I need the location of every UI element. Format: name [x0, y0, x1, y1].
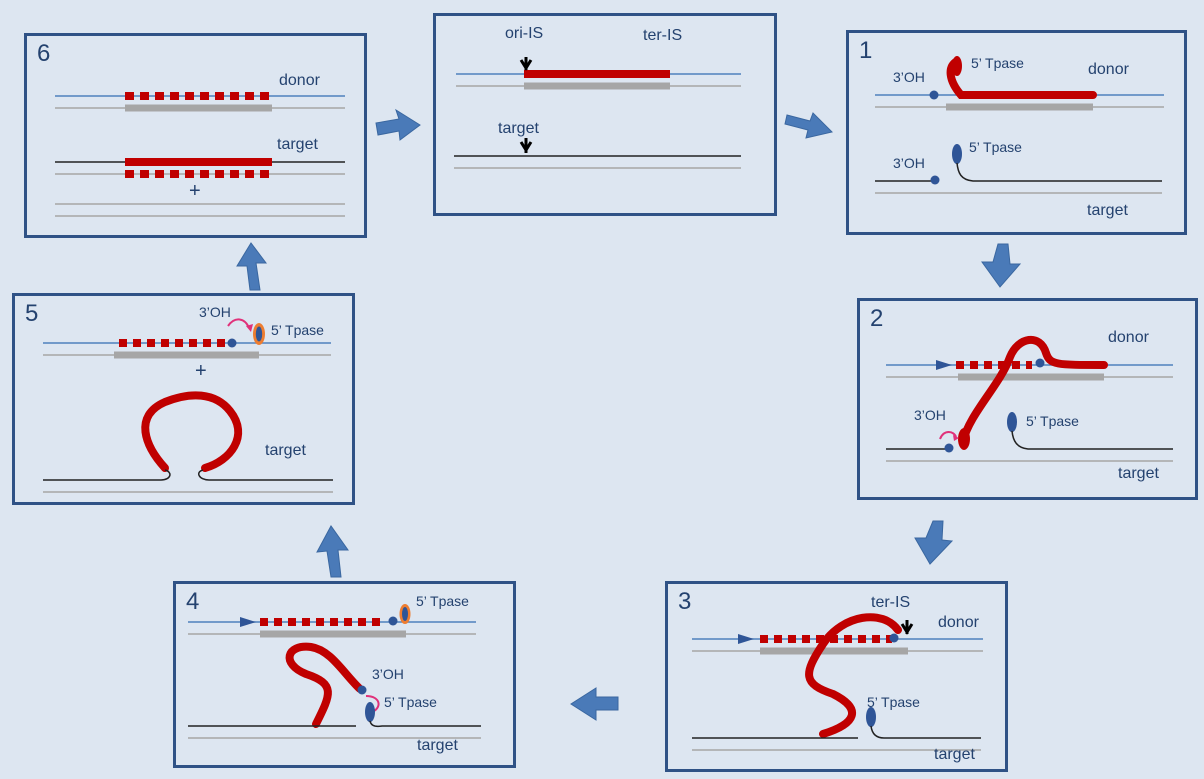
step-number: 6 — [37, 40, 51, 67]
strand-3oh-end — [357, 685, 367, 695]
tpase-core — [402, 607, 408, 621]
excised-circle — [141, 391, 243, 472]
panel-step-1: 1 5’ Tpase 3’OH donor 5’ Tpase 3’OH targ… — [846, 30, 1187, 235]
donor-label: donor — [1088, 61, 1129, 78]
tpase-label: 5’ Tpase — [867, 694, 920, 710]
tpase-dot — [1035, 358, 1045, 368]
target-label: target — [1087, 202, 1128, 219]
oh-label-top: 3’OH — [893, 69, 925, 85]
target-label: target — [498, 120, 539, 137]
target-label: target — [417, 737, 458, 754]
ter-is-label: ter-IS — [871, 594, 911, 611]
panel-initial: ori-IS ter-IS target — [433, 13, 777, 216]
donor-label: donor — [938, 614, 979, 631]
step-number: 3 — [678, 588, 692, 615]
tpase-dot — [388, 616, 398, 626]
flow-arrow-0-to-1 — [784, 112, 833, 139]
panel-step-6: 6 donor target + — [24, 33, 367, 238]
flow-arrow-1-to-2 — [981, 243, 1022, 288]
panel-step-2: 2 donor 3’OH 5’ Tpase target — [857, 298, 1198, 500]
flow-arrow-6-to-0 — [375, 108, 421, 141]
panel-step-5: 5 3’OH 5’ Tpase + target — [12, 293, 355, 505]
strand-end — [958, 428, 970, 450]
panel-step-3: 3 ter-IS donor 5’ Tpase target — [665, 581, 1008, 772]
attack-arrow — [939, 431, 957, 440]
tpase-bound-end — [952, 56, 962, 76]
is-element-strand — [959, 335, 1108, 445]
step-number: 4 — [186, 588, 200, 615]
tpase-dot — [889, 633, 899, 643]
target-tpase — [1007, 412, 1017, 432]
target-right-strand — [198, 469, 333, 481]
target-right-strand — [956, 162, 1162, 182]
target-3oh-end — [930, 175, 940, 185]
target-left-strand — [43, 469, 171, 481]
target-tpase — [866, 707, 876, 727]
ter-is-label: ter-IS — [643, 27, 683, 44]
step-number: 5 — [25, 300, 39, 327]
donor-label: donor — [279, 72, 320, 89]
flow-arrow-3-to-4 — [570, 687, 619, 721]
plus-sign: + — [195, 360, 207, 382]
target-label: target — [277, 136, 318, 153]
donor-label: donor — [1108, 329, 1149, 346]
target-tpase — [365, 702, 375, 722]
target-label: target — [934, 746, 975, 763]
attack-arrow — [227, 318, 250, 329]
target-right-strand — [870, 725, 981, 739]
oh-label-bottom: 3’OH — [893, 155, 925, 171]
target-label: target — [265, 442, 306, 459]
donor-3oh-end — [929, 90, 939, 100]
tpase-label-bottom: 5’ Tpase — [384, 694, 437, 710]
tpase-label-top: 5’ Tpase — [971, 55, 1024, 71]
is-element-strand — [285, 642, 364, 728]
tpase-label-top: 5’ Tpase — [416, 593, 469, 609]
ter-cleavage-arrow — [900, 620, 914, 635]
target-right-strand — [369, 720, 481, 728]
oh-label: 3’OH — [914, 407, 946, 423]
plus-sign: + — [189, 180, 201, 202]
step-number: 2 — [870, 305, 884, 332]
oh-label: 3’OH — [199, 304, 231, 320]
is-element-strand — [805, 613, 902, 738]
tpase-label: 5’ Tpase — [1026, 413, 1079, 429]
target-3oh-end — [944, 443, 954, 453]
target-right-strand — [1011, 430, 1173, 450]
flow-arrow-4-to-5 — [316, 525, 349, 578]
ori-is-label: ori-IS — [505, 25, 544, 42]
flow-arrow-2-to-3 — [914, 520, 954, 565]
target-tpase — [952, 144, 962, 164]
panel-step-4: 4 5’ Tpase 3’OH 5’ Tpase target — [173, 581, 516, 768]
flow-arrow-5-to-6 — [236, 242, 267, 291]
target-cleavage-arrow — [519, 138, 533, 153]
ori-cleavage-arrow — [519, 57, 533, 71]
step-number: 1 — [859, 37, 873, 64]
tpase-label: 5’ Tpase — [271, 322, 324, 338]
target-label: target — [1118, 465, 1159, 482]
tpase-core — [255, 326, 263, 342]
oh-label: 3’OH — [372, 666, 404, 682]
tpase-label-bottom: 5’ Tpase — [969, 139, 1022, 155]
donor-3oh-end — [227, 338, 237, 348]
